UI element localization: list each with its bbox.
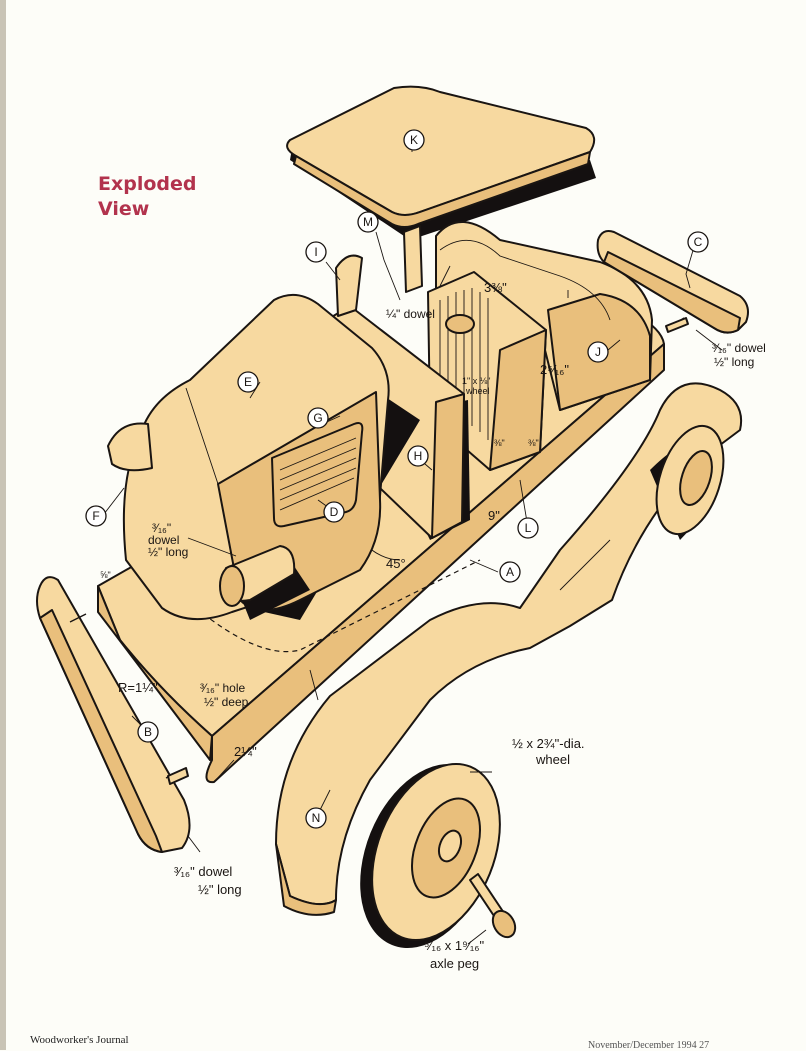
dim-axle-2: axle peg <box>430 956 479 971</box>
dowels <box>167 317 689 785</box>
support-part-m <box>403 225 423 293</box>
dim-steering-2: wheel <box>465 386 490 396</box>
svg-text:C: C <box>694 235 703 249</box>
callout-j: J <box>587 341 609 363</box>
front-wheel <box>360 762 501 948</box>
hood-vent-g <box>271 422 364 528</box>
dim-rear-dowel-1: ³⁄₁₆" dowel <box>712 341 766 355</box>
svg-text:F: F <box>92 509 99 523</box>
dim-m-dowel: ¼" dowel <box>386 307 435 321</box>
side-headlight-part-f <box>107 422 153 472</box>
dim-radius: R=1¼" <box>118 680 158 695</box>
dim-headlight-dowel-1: ³⁄₁₆" <box>152 521 171 535</box>
callout-b: B <box>137 721 159 743</box>
svg-text:I: I <box>314 245 317 259</box>
dim-bumper-dowel-1: ³⁄₁₆" dowel <box>174 864 232 879</box>
svg-text:A: A <box>506 565 514 579</box>
dim-small-b: ⅜" <box>528 438 539 448</box>
callout-c: C <box>687 231 709 253</box>
dim-hole-2: ½" deep <box>204 695 249 709</box>
footer-issue-page: November/December 1994 27 <box>588 1040 710 1051</box>
svg-text:D: D <box>330 505 339 519</box>
axle-peg <box>469 873 517 939</box>
callout-e: E <box>237 371 259 393</box>
svg-text:K: K <box>410 133 418 147</box>
part-callouts: A B C D E F G H I J K L M N <box>85 129 709 829</box>
dim-wheel-1: ½ x 2¾"-dia. <box>512 736 585 751</box>
dim-seat-depth: 2⁵⁄₁₆" <box>540 362 569 377</box>
page-spine <box>0 0 6 1050</box>
svg-text:L: L <box>525 521 532 535</box>
callout-h: H <box>407 445 429 467</box>
dim-wheel-2: wheel <box>535 752 570 767</box>
dim-small-a: ⅜" <box>494 438 505 448</box>
callout-i: I <box>305 241 327 263</box>
svg-text:M: M <box>363 215 373 229</box>
svg-text:H: H <box>414 449 423 463</box>
callout-f: F <box>85 505 107 527</box>
callout-g: G <box>307 407 329 429</box>
callout-l: L <box>517 517 539 539</box>
dim-headlight-dowel-3: ½" long <box>148 545 188 559</box>
callout-n: N <box>305 807 327 829</box>
dim-steering-1: 1" x ⅛" <box>462 376 490 386</box>
dim-headlight-dowel-2: dowel <box>148 533 179 547</box>
footer-publication: Woodworker's Journal <box>30 1034 129 1046</box>
callout-k: K <box>403 129 425 151</box>
title-line-2: View <box>98 198 150 220</box>
dim-front-small: ⅝" <box>100 570 111 580</box>
headlight-part-d <box>219 545 310 620</box>
callout-m: M <box>357 211 379 233</box>
svg-text:J: J <box>595 345 601 359</box>
callout-d: D <box>323 501 345 523</box>
front-bumper-part-b <box>36 576 191 853</box>
dim-bumper-dowel-2: ½" long <box>198 882 242 897</box>
dim-hole-1: ³⁄₁₆" hole <box>200 681 245 695</box>
dim-seat-width: 3⅜" <box>484 280 507 295</box>
steering-wheel-hub <box>445 314 475 334</box>
rear-wheel <box>650 424 725 540</box>
dim-angle: 45° <box>386 556 406 571</box>
diagram-title: Exploded View <box>98 172 197 222</box>
support-part-i <box>335 254 363 317</box>
svg-text:E: E <box>244 375 252 389</box>
dim-rear-dowel-2: ½" long <box>714 355 754 369</box>
fender-part-n <box>275 382 742 916</box>
svg-text:G: G <box>313 411 322 425</box>
roof-part-k <box>286 85 596 240</box>
dimension-labels: ¼" dowel 3⅜" 2⁵⁄₁₆" 1" x ⅛" wheel ⅜" ⅜" … <box>100 280 766 971</box>
svg-text:B: B <box>144 725 152 739</box>
rear-bumper-part-c <box>596 230 749 334</box>
dim-chassis-length: 9" <box>488 508 500 523</box>
svg-text:N: N <box>312 811 321 825</box>
dim-axle-1: ⁵⁄₁₆ x 1⁹⁄₁₆" <box>424 938 485 953</box>
title-line-1: Exploded <box>98 173 197 195</box>
dim-front-width: 2¼" <box>234 744 257 759</box>
callout-a: A <box>499 561 521 583</box>
